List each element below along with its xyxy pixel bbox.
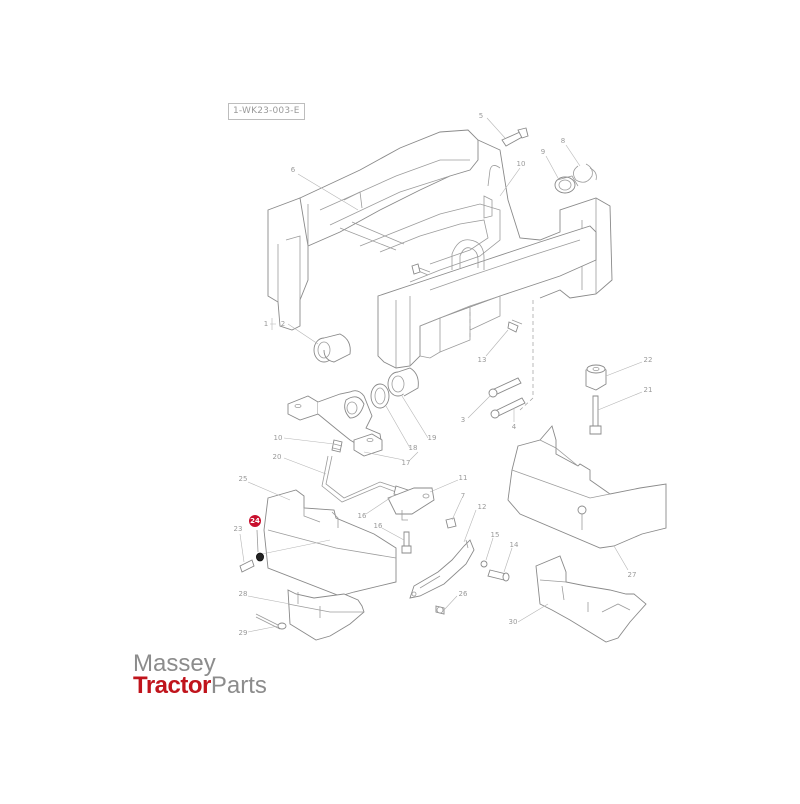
fitting-part-10 — [331, 439, 343, 453]
callout-part-22: 22 — [643, 356, 653, 364]
leader-lines — [239, 117, 643, 633]
callout-part-9: 9 — [540, 148, 546, 156]
washer-part-15 — [480, 560, 488, 568]
callout-part-7: 7 — [460, 492, 466, 500]
callout-part-18: 18 — [408, 444, 418, 452]
plate-part-11 — [387, 487, 435, 521]
fitting-part-13 — [507, 319, 523, 333]
logo-word-tractor: Tractor — [133, 672, 211, 699]
pin-part-5 — [501, 127, 529, 147]
bolt-part-29 — [255, 613, 287, 630]
callout-part-29: 29 — [238, 629, 248, 637]
callout-part-27: 27 — [627, 571, 637, 579]
callout-part-6: 6 — [290, 166, 296, 174]
washer-part-24 — [255, 529, 264, 562]
guard-part-27 — [507, 425, 667, 549]
callout-part-5: 5 — [478, 112, 484, 120]
fitting-part-7 — [445, 517, 457, 529]
bracket-part-17 — [287, 390, 383, 457]
guard-part-30 — [535, 555, 647, 643]
logo-line-tractorparts: TractorParts — [133, 674, 267, 700]
logo-word-parts: Parts — [210, 672, 267, 699]
callout-part-1: 1 — [263, 320, 269, 328]
circlip-part-8 — [573, 163, 597, 183]
callout-part-24-highlighted[interactable]: 24 — [249, 515, 261, 527]
callout-part-28: 28 — [238, 590, 248, 598]
callout-part-10-upper: 10 — [516, 160, 526, 168]
callout-part-11: 11 — [458, 474, 468, 482]
bushing-part-18 — [370, 383, 390, 409]
bushing-part-19 — [387, 367, 419, 397]
spacer-part-22 — [585, 364, 607, 391]
bolt-part-26 — [435, 605, 445, 615]
callout-part-15: 15 — [490, 531, 500, 539]
bolt-part-4 — [490, 397, 526, 419]
main-housing — [267, 129, 613, 369]
callout-part-23: 23 — [233, 525, 243, 533]
callout-part-2: 2 — [280, 320, 286, 328]
callout-part-14: 14 — [509, 541, 519, 549]
callout-part-13: 13 — [477, 356, 487, 364]
callout-part-25: 25 — [238, 475, 248, 483]
callout-part-17: 17 — [401, 459, 411, 467]
bushing-part-9 — [554, 175, 579, 194]
callout-part-12: 12 — [477, 503, 487, 511]
bushing-part-1-2 — [313, 333, 351, 363]
guard-part-25 — [261, 489, 397, 597]
massey-tractor-parts-logo: Massey TractorParts — [133, 652, 267, 700]
callout-part-26: 26 — [458, 590, 468, 598]
callout-part-3: 3 — [460, 416, 466, 424]
callout-part-21: 21 — [643, 386, 653, 394]
callout-part-4: 4 — [511, 423, 517, 431]
logo-line-massey: Massey — [133, 650, 216, 677]
callout-part-8: 8 — [560, 137, 566, 145]
bolt-part-21 — [589, 395, 602, 435]
callout-part-19: 19 — [427, 434, 437, 442]
callout-part-10-lower: 10 — [273, 434, 283, 442]
callout-part-20: 20 — [272, 453, 282, 461]
diagram-reference-code: 1-WK23-003-E — [228, 103, 305, 120]
bolt-part-3 — [488, 377, 522, 398]
callout-part-16-upper: 16 — [357, 512, 367, 520]
bolt-part-16 — [401, 531, 412, 554]
bracket-part-12 — [409, 539, 475, 599]
bolt-part-14 — [487, 569, 510, 582]
guard-part-28 — [287, 589, 365, 641]
callout-part-16-lower: 16 — [373, 522, 383, 530]
callout-part-30: 30 — [508, 618, 518, 626]
bolt-part-23 — [239, 559, 255, 573]
